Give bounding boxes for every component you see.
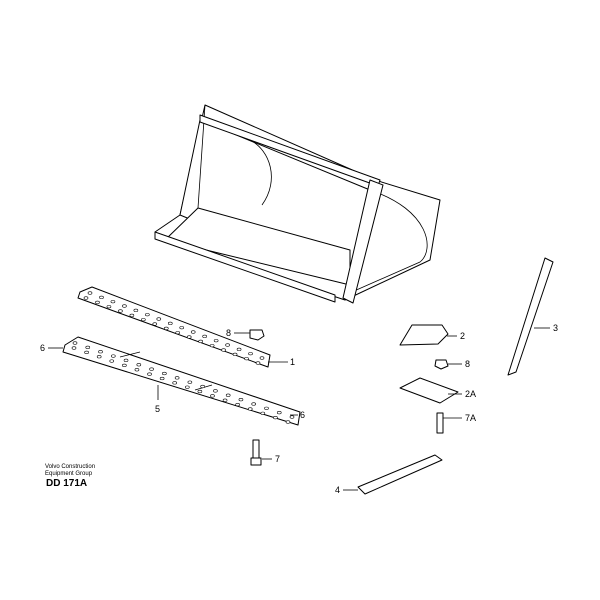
bolt-hole (197, 389, 203, 394)
bolt-hole (213, 389, 218, 393)
bolt-hole (238, 397, 244, 402)
bolt-7 (250, 439, 262, 466)
callout-labels: 8 1 6 5 6 7 2 8 2A 7A 3 4 (40, 323, 558, 495)
leader-lines (48, 327, 550, 491)
bolt-hole (122, 304, 127, 308)
bolt-hole (71, 346, 77, 350)
bolt-hole (159, 376, 165, 381)
callout-2A: 2A (465, 389, 476, 399)
bolt-hole (141, 318, 146, 322)
bucket (154, 104, 441, 304)
callout-6b: 6 (300, 410, 305, 420)
bolt-hole (190, 330, 196, 334)
bolt-hole (198, 339, 203, 343)
bolt-hole (260, 411, 266, 415)
bolt-hole (255, 361, 261, 365)
bolt-7A (436, 412, 444, 434)
bolt-hole (187, 380, 193, 384)
callout-7: 7 (275, 454, 280, 464)
bolt-hole (133, 308, 139, 312)
bolt-hole (152, 322, 158, 326)
bolt-hole (247, 407, 253, 411)
bolt-hole (210, 394, 215, 398)
bolt-hole (110, 354, 116, 358)
wedge-2 (399, 324, 449, 346)
bolt-hole (276, 411, 282, 415)
callout-2: 2 (460, 331, 465, 341)
segment-plate-5 (62, 336, 301, 426)
bolt-hole (118, 309, 123, 313)
side-wear-strip-3 (507, 257, 554, 376)
callout-6: 6 (40, 343, 45, 353)
bolt-hole (96, 355, 102, 359)
bolt-hole (222, 398, 228, 402)
bolt-hole (106, 305, 112, 309)
bolt-hole (225, 393, 231, 397)
bolt-hole (83, 296, 89, 300)
bolt-hole (122, 363, 127, 368)
callout-5: 5 (155, 404, 160, 414)
bolt-hole (167, 321, 173, 325)
bolt-hole (85, 345, 91, 349)
plate-2A (399, 377, 459, 404)
drawing-code: DD 171A (46, 478, 88, 489)
bolt-hole (98, 350, 103, 354)
bolt-hole (184, 385, 190, 389)
callout-8b: 8 (465, 359, 470, 369)
bolt-hole (174, 376, 180, 380)
bolt-hole (123, 358, 129, 363)
bolt-hole (264, 406, 269, 410)
bolt-hole (225, 343, 230, 347)
bolt-hole (248, 352, 253, 356)
bolt-hole (209, 344, 215, 348)
bolt-hole (109, 359, 115, 363)
bolt-hole (235, 402, 240, 407)
callout-8: 8 (226, 328, 231, 338)
bolt-hole (200, 384, 205, 389)
callout-3: 3 (553, 323, 558, 333)
company-caption: Volvo Construction Equipment Group (45, 464, 95, 478)
nut-8 (249, 329, 265, 341)
bolt-hole (259, 356, 265, 360)
bolt-hole (149, 367, 154, 371)
bolt-hole (156, 317, 162, 321)
bolt-hole (273, 416, 278, 420)
bolt-hole (72, 341, 78, 345)
bolt-hole (129, 313, 135, 317)
company-line-2: Equipment Group (45, 471, 93, 477)
callout-1: 1 (290, 357, 295, 367)
bolt-hole (145, 313, 150, 317)
bolt-hole (251, 402, 257, 406)
wear-strip-4 (357, 454, 443, 495)
bolt-hole (289, 415, 295, 419)
nut-8b (434, 359, 449, 370)
bolt-hole (95, 300, 100, 304)
bolt-hole (232, 352, 238, 356)
bolt-hole (134, 368, 140, 372)
company-line-1: Volvo Construction (45, 464, 96, 470)
bolt-hole (87, 291, 93, 295)
bolt-hole (147, 372, 152, 376)
bolt-hole (110, 300, 116, 304)
bolt-hole (99, 295, 104, 299)
bolt-hole (163, 326, 169, 330)
bolt-hole (162, 371, 167, 376)
bolt-hole (236, 347, 242, 351)
bolt-hole (285, 420, 291, 424)
callout-4: 4 (335, 485, 340, 495)
bolt-hole (172, 381, 178, 385)
bolt-hole (213, 339, 219, 343)
bolt-hole (175, 331, 181, 335)
bolt-hole (221, 348, 226, 352)
bolt-hole (186, 335, 192, 339)
bolt-hole (202, 334, 207, 338)
bolt-hole (84, 350, 89, 354)
bolt-hole (179, 326, 185, 330)
callout-7A: 7A (465, 413, 476, 423)
bolt-hole (244, 357, 249, 361)
bolt-hole (136, 363, 142, 367)
